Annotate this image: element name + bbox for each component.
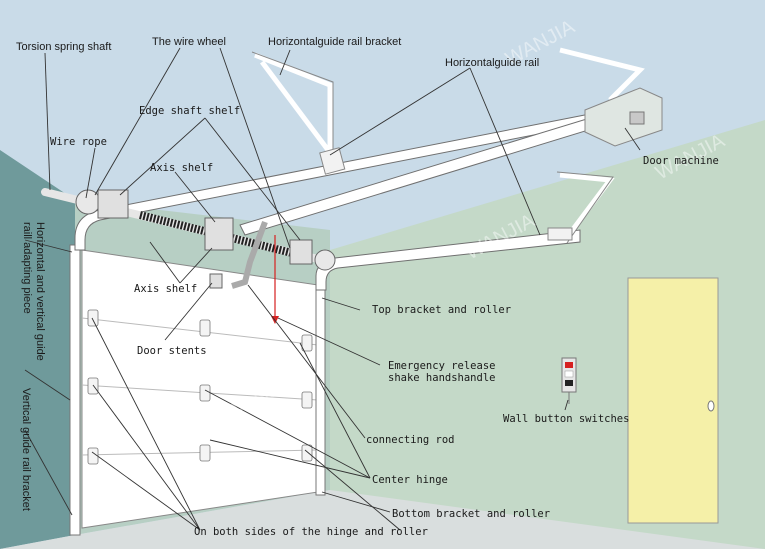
right-horizontal-guide-rail [315,229,581,291]
wire-wheel-right [314,249,336,271]
wall-button-black [565,380,573,386]
floor [0,490,765,549]
hinge [87,377,99,395]
label-edge-shaft-shelf: Edge shaft shelf [139,105,241,117]
label-wall-button-switches: Wall button switches [503,413,630,425]
label-axis-shelf-bottom: Axis shelf [134,283,198,295]
rail-bracket-right-outline [556,171,614,244]
hinge [301,391,313,409]
label-both-sides-hinge-roller: On both sides of the hinge and roller [194,526,428,538]
label-emergency-release: Emergency release shake handshandle [388,360,496,384]
label-wire-wheel: The wire wheel [152,36,226,48]
hinge [199,384,211,402]
hinge [301,334,313,352]
door-machine-panel [629,111,645,125]
wall-button-red [565,362,573,368]
rail-bracket-left-outline [251,51,334,172]
label-horizontal-guide-rail: Horizontalguide rail [445,57,540,69]
label-horizontal-guide-rail-bracket: Horizontalguide rail bracket [268,36,402,48]
wire-wheel-left [75,189,101,215]
hinge [87,309,99,327]
hinge [301,444,313,462]
label-center-hinge: Center hinge [372,474,448,486]
side-door-knob [707,400,715,412]
left-wall [0,150,75,549]
label-horizontal-vertical-adapting-piece: Horizontal and vertical guide raill adap… [21,222,46,361]
label-top-bracket-roller: Top bracket and roller [372,304,512,316]
hinge [199,319,211,337]
label-vertical-guide-rail-bracket: Vertical guide rail bracket [20,388,32,511]
rail-bracket-left-brace [260,60,330,152]
hinge [199,444,211,462]
label-door-machine: Door machine [643,155,719,167]
edge-shaft-shelf-right [289,239,313,265]
door-machine-body [584,87,663,147]
left-vertical-guide-rail [69,244,81,536]
label-wire-rope: Wire rope [50,136,107,148]
hinge [87,447,99,465]
label-torsion-spring-shaft: Torsion spring shaft [16,41,112,53]
connecting-rod [231,220,268,289]
label-connecting-rod: connecting rod [366,434,455,446]
wall-button-white [564,370,574,378]
door-stent [209,273,223,289]
side-door [627,277,719,524]
rail-bracket-right [559,172,615,242]
edge-shaft-shelf-left [97,189,129,219]
axis-shelf-center [204,217,234,251]
label-door-stents: Door stents [137,345,207,357]
label-bottom-bracket-roller: Bottom bracket and roller [392,508,551,520]
rail-bracket-plate [547,227,573,241]
rail-bracket-left [254,52,333,170]
leader-lines [24,47,641,531]
door-machine-hanger [559,47,645,102]
rail-bracket-plate [319,147,346,175]
label-axis-shelf-top: Axis shelf [150,162,214,174]
